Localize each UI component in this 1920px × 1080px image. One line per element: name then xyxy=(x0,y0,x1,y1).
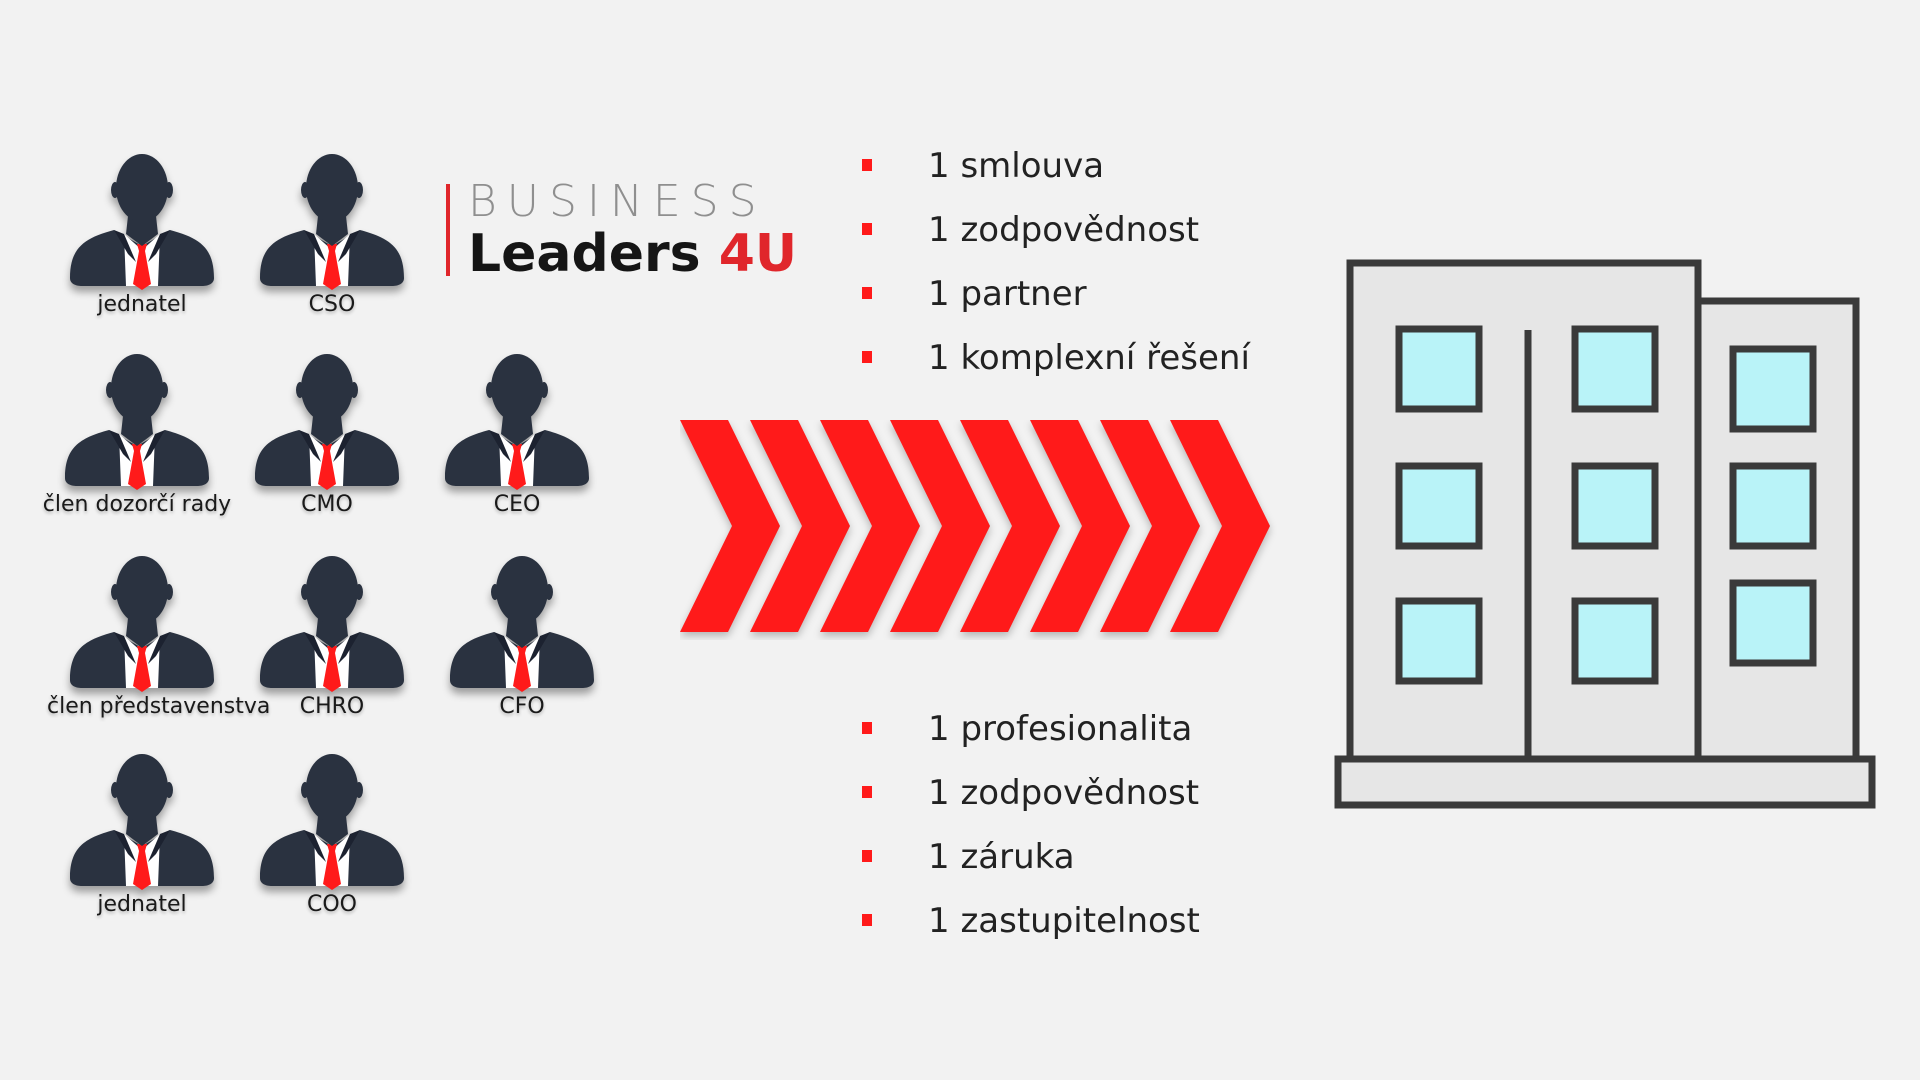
person-role: CHRO xyxy=(299,694,365,719)
logo-line2: Leaders 4U xyxy=(468,226,797,282)
person-role: COO xyxy=(307,892,357,917)
chevron-arrows-icon xyxy=(680,420,1270,632)
list-item: 1 komplexní řešení xyxy=(860,326,1250,390)
businessman-icon xyxy=(65,354,209,490)
bullet-icon xyxy=(862,159,872,171)
bullet-icon xyxy=(862,850,872,862)
list-item: 1 zastupitelnost xyxy=(860,889,1200,953)
list-item: 1 zodpovědnost xyxy=(860,198,1250,262)
office-building-icon xyxy=(1334,259,1876,809)
person-cfo: CFO xyxy=(427,552,617,719)
bullet-icon xyxy=(862,223,872,235)
businessman-icon xyxy=(70,154,214,290)
list-item: 1 partner xyxy=(860,262,1250,326)
businessman-icon xyxy=(260,556,404,692)
businessman-icon xyxy=(70,754,214,890)
bullet-icon xyxy=(862,722,872,734)
businessman-icon xyxy=(255,354,399,490)
person-role: jednatel xyxy=(97,892,187,917)
person-jednatel-2: jednatel xyxy=(47,750,237,917)
person-role: člen dozorčí rady xyxy=(42,492,232,517)
bullet-icon xyxy=(862,786,872,798)
list-item: 1 profesionalita xyxy=(860,697,1200,761)
businessman-icon xyxy=(70,556,214,692)
person-role: CEO xyxy=(493,492,541,517)
top-benefits-list: 1 smlouva 1 zodpovědnost 1 partner 1 kom… xyxy=(860,134,1250,390)
person-role: CMO xyxy=(301,492,353,517)
person-coo: COO xyxy=(237,750,427,917)
person-jednatel-1: jednatel xyxy=(47,150,237,317)
businessman-icon xyxy=(260,154,404,290)
bullet-icon xyxy=(862,914,872,926)
list-item: 1 záruka xyxy=(860,825,1200,889)
person-predstavenstvo: člen představenstva xyxy=(47,552,271,719)
logo-divider xyxy=(446,184,450,276)
list-item: 1 smlouva xyxy=(860,134,1250,198)
logo-line1: BUSINESS xyxy=(468,176,767,227)
person-role: CFO xyxy=(499,694,545,719)
businessman-icon xyxy=(450,556,594,692)
bottom-benefits-list: 1 profesionalita 1 zodpovědnost 1 záruka… xyxy=(860,697,1200,953)
person-cmo: CMO xyxy=(232,350,422,517)
businessman-icon xyxy=(445,354,589,490)
person-dozorci-rada: člen dozorčí rady xyxy=(42,350,232,517)
logo-main-text: Leaders xyxy=(468,224,719,284)
bullet-icon xyxy=(862,351,872,363)
person-role: člen představenstva xyxy=(47,694,271,719)
person-cso: CSO xyxy=(237,150,427,317)
person-role: CSO xyxy=(308,292,356,317)
logo-accent-text: 4U xyxy=(718,224,798,284)
businessman-icon xyxy=(260,754,404,890)
person-ceo: CEO xyxy=(422,350,612,517)
person-chro: CHRO xyxy=(237,552,427,719)
person-role: jednatel xyxy=(97,292,187,317)
list-item: 1 zodpovědnost xyxy=(860,761,1200,825)
bullet-icon xyxy=(862,287,872,299)
